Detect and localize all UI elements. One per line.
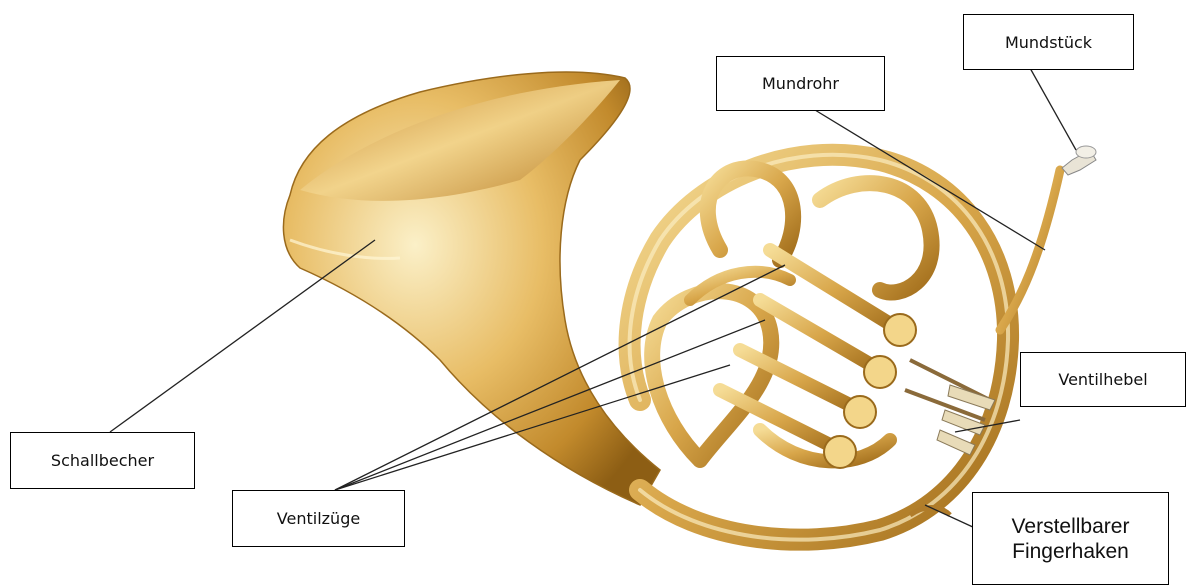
label-mundstueck: Mundstück	[963, 14, 1134, 70]
label-schallbecher-text: Schallbecher	[51, 451, 154, 470]
horn-body	[630, 155, 1060, 540]
label-ventilzuege-text: Ventilzüge	[277, 509, 360, 528]
label-ventilzuege: Ventilzüge	[232, 490, 405, 547]
label-fingerhaken-line1: Verstellbarer	[1012, 514, 1130, 539]
mouthpiece-shape	[1062, 146, 1096, 175]
label-fingerhaken: Verstellbarer Fingerhaken	[972, 492, 1169, 585]
leader-line-mundstueck	[1030, 68, 1076, 150]
label-mundrohr-text: Mundrohr	[762, 74, 839, 93]
label-mundstueck-text: Mundstück	[1005, 33, 1092, 52]
label-schallbecher: Schallbecher	[10, 432, 195, 489]
label-mundrohr: Mundrohr	[716, 56, 885, 111]
label-fingerhaken-line2: Fingerhaken	[1012, 539, 1129, 564]
leader-line-schallbecher	[110, 240, 375, 432]
valve-caps	[824, 314, 916, 468]
label-ventilhebel-text: Ventilhebel	[1058, 370, 1147, 389]
label-ventilhebel: Ventilhebel	[1020, 352, 1186, 407]
bell-shape	[283, 72, 660, 505]
